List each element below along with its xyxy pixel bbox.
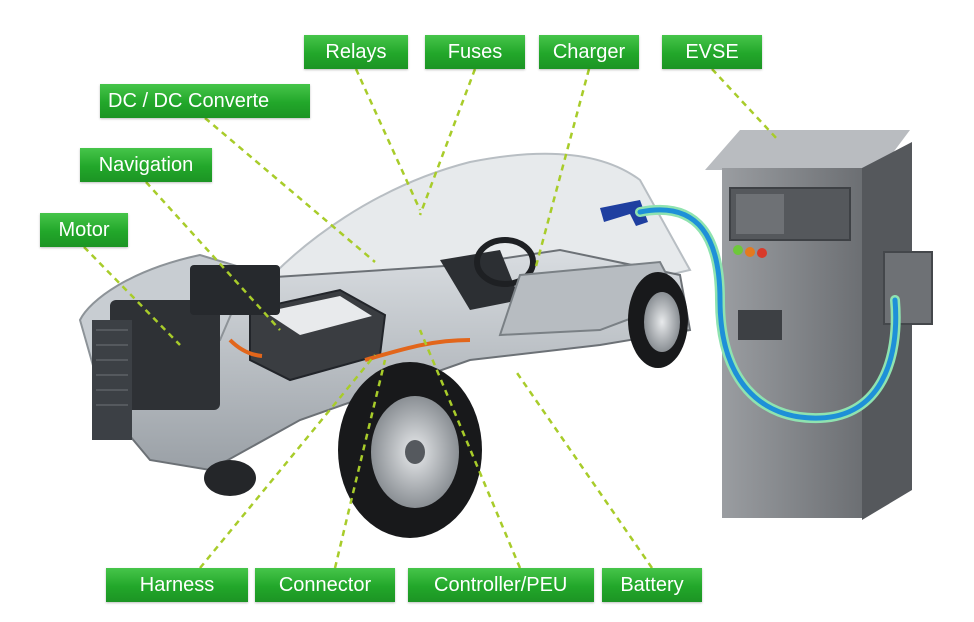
evse-label: EVSE [662, 35, 762, 69]
inverter-lid [265, 296, 372, 335]
car [78, 152, 692, 538]
leader-connector [333, 359, 387, 569]
station-side [862, 142, 912, 520]
leader-relays [354, 68, 422, 211]
station-screen-inner [736, 194, 784, 234]
orange-cable [228, 338, 263, 358]
front-left-wheel [204, 460, 256, 496]
motor-block [110, 300, 220, 410]
navigation-label: Navigation [80, 148, 212, 182]
connector-label: Connector [255, 568, 395, 602]
green-indicator-icon [733, 245, 743, 255]
evse-station [635, 130, 933, 520]
leader-charger [533, 68, 591, 271]
station-top [705, 130, 910, 170]
leader-motor [83, 246, 181, 346]
charge-plug [600, 200, 648, 226]
harness-label: Harness [106, 568, 248, 602]
rear-wheel [628, 272, 688, 368]
battery-label: Battery [602, 568, 702, 602]
radiator [92, 320, 132, 440]
red-indicator-icon [757, 248, 767, 258]
charging-cable-core [637, 207, 899, 421]
orange-cable [364, 338, 471, 362]
leader-evse [711, 68, 779, 141]
seat [440, 250, 520, 310]
motor-label: Motor [40, 213, 128, 247]
charger-label: Charger [539, 35, 639, 69]
leader-battery [513, 369, 654, 569]
controller-peu-label: Controller/PEU [408, 568, 594, 602]
dcdc-converter-label: DC / DC Converte [100, 84, 310, 118]
station-slot [738, 310, 782, 340]
orange-indicator-icon [745, 247, 755, 257]
steering-wheel [474, 237, 536, 287]
leader-lines [83, 68, 779, 569]
fuses-label: Fuses [425, 35, 525, 69]
relays-label: Relays [304, 35, 408, 69]
leader-dcdc [204, 117, 376, 263]
leader-fuses [418, 68, 477, 216]
leader-navigation [145, 181, 281, 331]
dcdc-box [190, 265, 280, 315]
leader-harness [199, 354, 376, 569]
front-wheel [338, 362, 482, 538]
